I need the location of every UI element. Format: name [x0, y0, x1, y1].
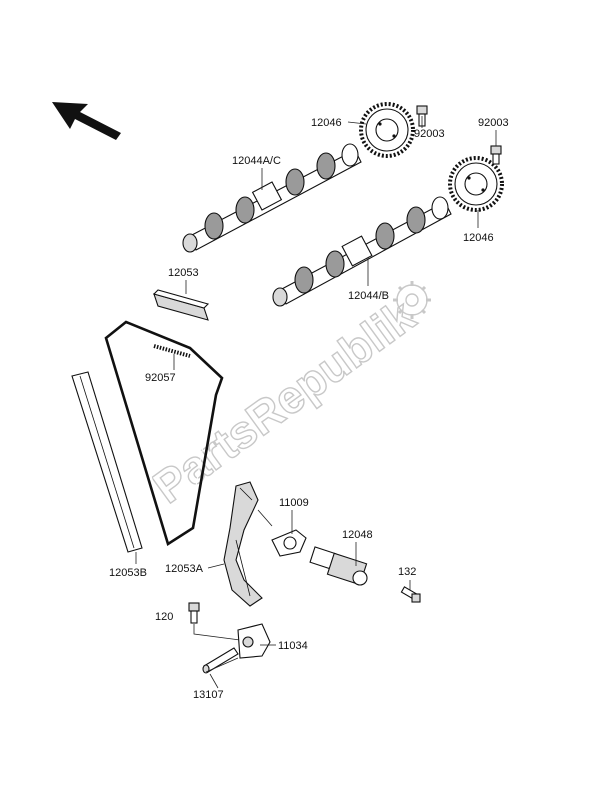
chain-tensioner-guide [223, 481, 263, 607]
label-92057: 92057 [145, 372, 176, 384]
label-12046-right: 12046 [463, 232, 494, 244]
gasket [271, 529, 307, 557]
sprocket-right [448, 156, 504, 212]
label-92003-top: 92003 [414, 128, 445, 140]
cam-chain-tensioner [309, 546, 368, 586]
camshaft-upper [182, 143, 362, 253]
bolt-120 [188, 602, 241, 641]
bolt-92003-right [490, 145, 502, 165]
label-120: 120 [155, 611, 173, 623]
label-12053a: 12053A [165, 563, 204, 575]
sprocket-upper [359, 102, 415, 158]
label-12044ac: 12044A/C [232, 155, 281, 167]
label-132: 132 [398, 566, 416, 578]
label-12048: 12048 [342, 529, 373, 541]
label-12053b: 12053B [109, 567, 147, 579]
watermark: PartsRepublik [143, 288, 426, 514]
label-92003-right: 92003 [478, 117, 509, 129]
chain-guide-upper [152, 289, 210, 321]
timing-chain [104, 320, 224, 547]
front-direction-arrow-icon [52, 102, 121, 140]
watermark-text: PartsRepublik [143, 289, 424, 513]
label-12044b: 12044/B [348, 290, 389, 302]
label-12053: 12053 [168, 267, 199, 279]
label-11009: 11009 [279, 497, 309, 509]
pin [202, 647, 239, 674]
leader-lines [135, 116, 497, 689]
bolt-132 [400, 586, 421, 603]
guide-holder [237, 623, 271, 659]
label-12046-top: 12046 [311, 117, 342, 129]
watermark-gear-icon [393, 281, 431, 319]
label-11034: 11034 [278, 640, 308, 652]
part-labels: 12046 92003 92003 12044A/C 12046 12053 1… [109, 117, 509, 701]
chain-guide-left [71, 371, 143, 553]
label-13107: 13107 [193, 689, 224, 701]
camshaft-lower [272, 196, 452, 307]
